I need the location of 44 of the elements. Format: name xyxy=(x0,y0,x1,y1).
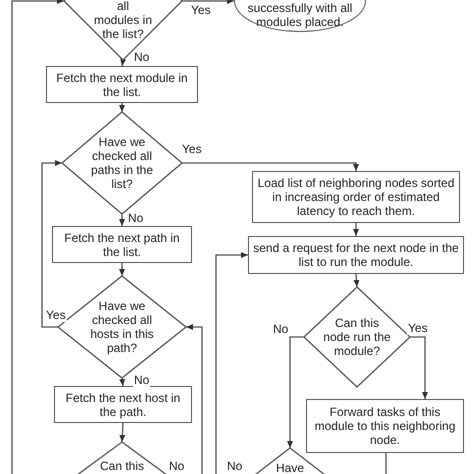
decision-text: Have we checked all paths in the list? xyxy=(90,135,154,191)
arrow xyxy=(41,160,62,328)
connector-line xyxy=(385,453,387,474)
decision-text: Can this xyxy=(98,459,146,473)
decision-text: Have we checked all hosts in this path? xyxy=(89,299,155,355)
process-box xyxy=(52,226,192,263)
arrow xyxy=(119,378,126,386)
arrow xyxy=(119,422,126,442)
edge-label: No xyxy=(127,212,144,225)
decision-text: Can this node run the module? xyxy=(322,316,392,358)
arrow xyxy=(11,0,64,474)
step-text: Load list of neighboring nodes sorted in increasing order of estimated latency to reach them. xyxy=(256,176,456,218)
edge-label: No xyxy=(226,460,244,473)
step-text: Forward tasks of this module to this neighboring node. xyxy=(314,405,456,447)
edge-label: Yes xyxy=(45,309,67,322)
process-box xyxy=(248,236,464,274)
edge-label: No xyxy=(133,374,150,387)
arrow xyxy=(182,0,234,4)
arrow xyxy=(410,336,428,399)
arrow xyxy=(119,263,125,276)
edge-label: No xyxy=(133,51,150,64)
edge-label: Yes xyxy=(407,322,429,335)
arrow xyxy=(119,214,125,226)
arrow xyxy=(186,324,203,474)
process-box xyxy=(46,66,198,103)
step-text: send a request for the next node in the list to run the module. xyxy=(252,241,460,269)
edge-label: Yes xyxy=(190,4,212,17)
decision-text: Have xyxy=(274,461,305,474)
edge-label: No xyxy=(168,460,186,473)
step-text: Fetch the next module in the list. xyxy=(55,70,189,98)
edge-label: Yes xyxy=(181,143,203,156)
edge-label: No xyxy=(272,323,290,336)
arrow xyxy=(182,162,359,171)
arrow xyxy=(120,58,126,66)
arrow xyxy=(353,223,359,236)
arrow xyxy=(215,252,248,474)
step-text: Fetch the next host in the path. xyxy=(64,390,182,418)
arrow xyxy=(287,336,304,448)
arrow xyxy=(119,103,125,112)
step-text: Fetch the next path in the list. xyxy=(63,230,181,258)
decision-text: all modules in the list? xyxy=(93,0,153,41)
process-box xyxy=(54,386,192,423)
step-text: successfully with all modules placed. xyxy=(246,1,354,29)
arrow xyxy=(353,274,360,288)
